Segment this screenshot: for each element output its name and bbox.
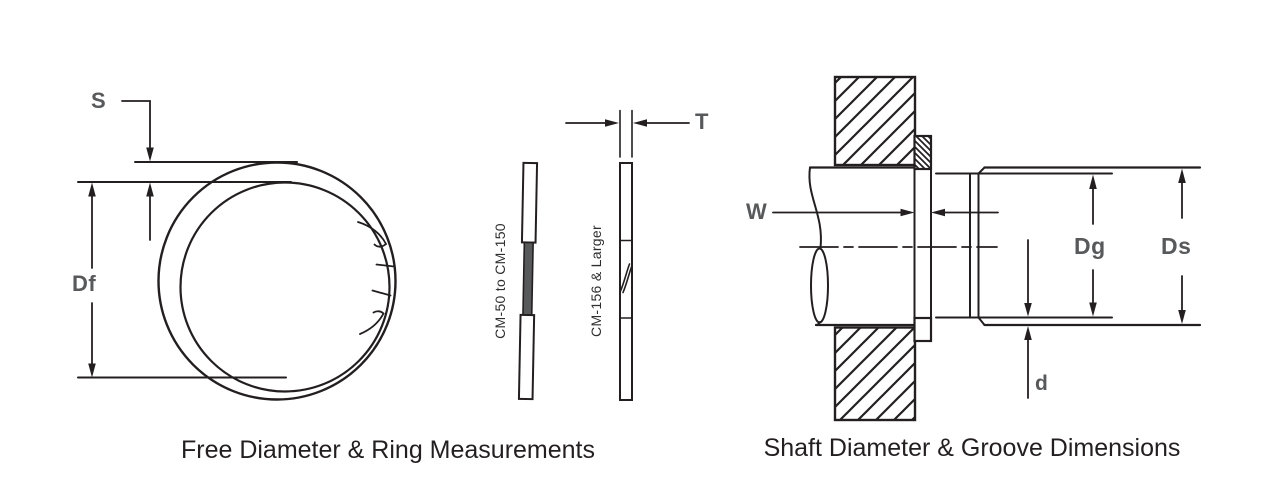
s-arrow-down	[146, 147, 154, 162]
ring-coil-ends	[357, 221, 395, 335]
w-arrow-right	[900, 208, 915, 217]
housing-block-bottom	[833, 326, 917, 422]
ring-upper-end-curve	[357, 221, 387, 245]
right-figure-caption: Shaft Diameter & Groove Dimensions	[763, 434, 1181, 462]
w-arrow-left	[931, 208, 945, 217]
t-label: T	[695, 109, 709, 134]
chamfer-top	[977, 166, 986, 175]
ds-label: Ds	[1161, 233, 1192, 259]
s-label: S	[91, 88, 107, 113]
d-arrow-down	[1024, 303, 1032, 317]
small-profile-overlap-band	[522, 241, 534, 316]
d-dimension	[1024, 239, 1032, 399]
side-view-small-series	[517, 161, 539, 401]
df-label: Df	[72, 271, 97, 296]
shaft-break-curve-upper	[808, 166, 822, 249]
dg-arrow-up	[1089, 174, 1097, 189]
t-arrow-left	[633, 119, 647, 127]
left-figure-caption: Free Diameter & Ring Measurements	[180, 436, 596, 464]
small-profile-top-turn	[520, 161, 539, 244]
s-arrow-up	[146, 182, 154, 197]
df-arrow-up	[88, 182, 96, 197]
large-series-range-label: CM-156 & Larger	[588, 225, 604, 337]
ring-section-top	[913, 134, 933, 171]
side-view-large-series	[619, 162, 633, 401]
ring-lower-end-curve	[359, 312, 385, 335]
s-dimension	[77, 100, 298, 241]
ring-outer-coil	[157, 161, 397, 401]
ds-arrow-up	[1178, 168, 1186, 183]
t-dimension	[565, 109, 690, 158]
shaft-groove-section	[772, 75, 1202, 422]
df-arrow-down	[88, 363, 96, 378]
ds-dimension	[1178, 168, 1186, 324]
ring-inner-coil	[179, 181, 391, 393]
ring-end-tick-2	[371, 289, 392, 297]
large-profile-body	[619, 162, 633, 401]
chamfer-bottom	[977, 316, 986, 326]
small-profile-bottom-turn	[517, 313, 536, 401]
dg-arrow-down	[1089, 302, 1097, 317]
d-label: d	[1035, 372, 1049, 395]
w-dimension	[772, 208, 999, 217]
ring-side-views	[517, 109, 690, 401]
large-profile-swirl-2	[622, 264, 633, 294]
large-profile-swirl-1	[619, 263, 631, 292]
ring-end-tick-1	[375, 263, 395, 268]
ring-lower-end-hook	[372, 310, 385, 315]
ring-upper-end-hook	[373, 243, 387, 248]
shaft-break-curve-lower	[815, 321, 821, 326]
housing-block-top	[833, 75, 917, 167]
ring-front-view	[77, 100, 397, 401]
w-label: W	[746, 199, 768, 224]
small-series-range-label: CM-50 to CM-150	[492, 223, 508, 339]
s-leader-line	[121, 100, 151, 149]
dg-label: Dg	[1074, 233, 1106, 259]
dg-dimension	[1089, 174, 1097, 317]
df-dimension	[77, 182, 287, 379]
d-arrow-up	[1024, 326, 1032, 340]
ring-section-bottom	[913, 316, 933, 343]
shaft-break-ellipse	[810, 247, 829, 324]
ds-arrow-down	[1178, 310, 1186, 324]
t-arrow-right	[605, 119, 619, 127]
